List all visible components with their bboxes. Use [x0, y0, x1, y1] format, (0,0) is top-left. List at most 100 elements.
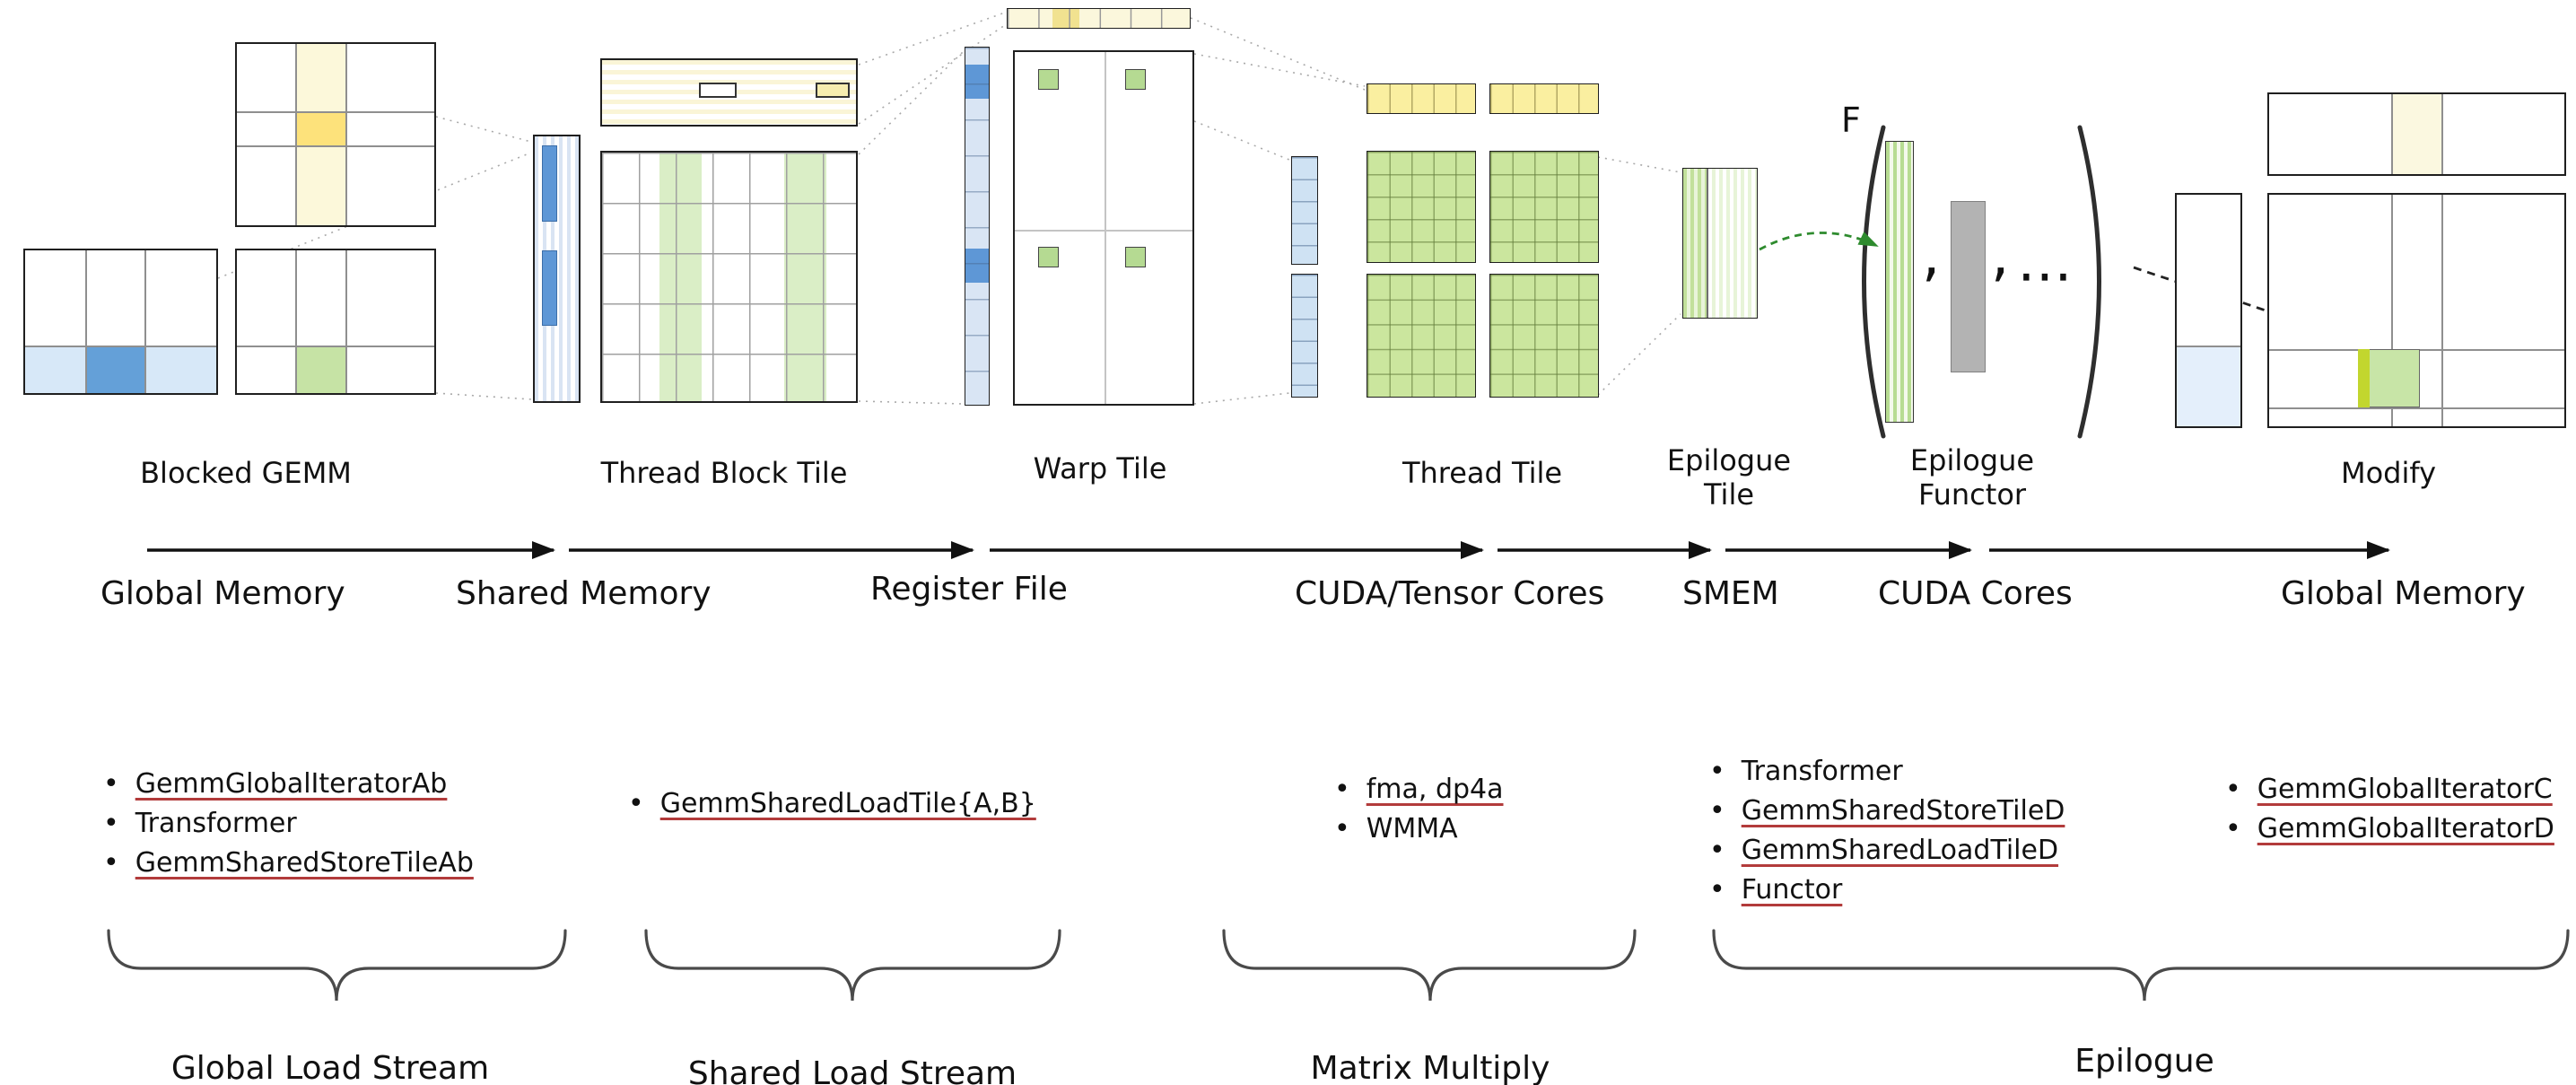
stage-label-epilogue-tile: Epilogue Tile: [1666, 443, 1792, 512]
thread-accumulator-grid: [1489, 274, 1599, 398]
list-item: GemmSharedStoreTileAb: [103, 844, 474, 883]
group-label-shared-load-stream: Shared Load Stream: [687, 1055, 1017, 1085]
a-fragment-highlight: [965, 65, 989, 99]
top-column-highlight: [2391, 94, 2441, 174]
component-link[interactable]: GemmSharedLoadTile{A,B}: [659, 788, 1036, 819]
list-item: GemmGlobalIteratorD: [2225, 809, 2554, 849]
thread-accumulator-grid: [1367, 274, 1476, 398]
green-dashed-arrow-epilogue-tile-to-functor: [1759, 232, 1879, 251]
b-block-highlight: [295, 111, 345, 145]
stage-label-epilogue-functor: Epilogue Functor: [1909, 443, 2035, 512]
dotted-connector: [1597, 313, 1681, 396]
dotted-connector: [1193, 53, 1366, 87]
strip-cell-lines: [1292, 275, 1317, 397]
smem-a-fragment-tile: [533, 135, 581, 403]
component-text: Transformer: [1741, 756, 1903, 787]
component-link[interactable]: GemmGlobalIteratorAb: [135, 768, 448, 800]
warp-accumulator-square: [1038, 69, 1059, 90]
strip-cell-lines: [965, 48, 989, 405]
stage-label-modify: Modify: [2340, 456, 2437, 490]
warp-a-fragment-strip: [965, 47, 990, 406]
component-link[interactable]: GemmGlobalIteratorC: [2257, 774, 2553, 805]
green-column-band: [659, 153, 702, 401]
flow-label-shared-memory: Shared Memory: [456, 575, 712, 612]
component-list-matrix-multiply: fma, dp4a WMMA: [1334, 770, 1504, 849]
list-item: Transformer: [1709, 752, 2065, 792]
functor-accumulator-tile: [1885, 141, 1914, 423]
component-link[interactable]: GemmGlobalIteratorD: [2257, 813, 2554, 844]
dotted-connector: [1597, 156, 1681, 173]
thread-b-fragment-strip: [1489, 83, 1599, 114]
a-fragment-highlight: [965, 249, 989, 283]
warp-accumulator-square: [1125, 247, 1146, 267]
component-text: WMMA: [1366, 813, 1458, 844]
brace-matrix-multiply: [1222, 929, 1637, 1002]
functor-f-symbol: F: [1841, 101, 1861, 140]
warp-b-fragment-strip: [1007, 8, 1191, 29]
grid-lines: [1367, 275, 1475, 397]
flow-label-register-file: Register File: [870, 571, 1068, 608]
dotted-connector: [1193, 392, 1290, 405]
warp-accumulator-square: [1125, 69, 1146, 90]
functor-comma: ,: [1922, 223, 1941, 289]
list-item: GemmGlobalIteratorC: [2225, 770, 2554, 809]
component-list-global-load-stream: GemmGlobalIteratorAb Transformer GemmSha…: [103, 765, 474, 883]
epilogue-tile-active-band: [1683, 169, 1707, 318]
matrix-b-tile: [235, 42, 436, 227]
component-link[interactable]: fma, dp4a: [1366, 774, 1504, 805]
component-list-shared-load-stream: GemmSharedLoadTile{A,B}: [628, 784, 1036, 824]
component-text: Transformer: [135, 808, 297, 839]
a-block-highlight: [85, 346, 144, 393]
strip-cell-lines: [1490, 84, 1598, 113]
flow-label-global-memory-right: Global Memory: [2281, 575, 2526, 612]
thread-accumulator-grid: [1367, 151, 1476, 263]
functor-ellipsis: ⋯: [2017, 242, 2078, 308]
strip-cell-lines: [1367, 84, 1475, 113]
thread-block-main-grid: [600, 151, 858, 403]
component-link[interactable]: GemmSharedLoadTileD: [1741, 835, 2059, 866]
list-item: GemmSharedLoadTileD: [1709, 831, 2065, 871]
dotted-connector: [858, 51, 964, 155]
stage-label-thread-block-tile: Thread Block Tile: [600, 456, 848, 490]
list-item: fma, dp4a: [1334, 770, 1504, 809]
smem-b-stripe-tile: [600, 58, 858, 127]
flow-label-smem: SMEM: [1682, 575, 1779, 612]
group-label-matrix-multiply: Matrix Multiply: [1310, 1050, 1550, 1085]
flow-label-cuda-cores: CUDA Cores: [1878, 575, 2073, 612]
component-link[interactable]: GemmSharedStoreTileAb: [135, 847, 474, 879]
thread-accumulator-grid: [1489, 151, 1599, 263]
list-item: GemmGlobalIteratorAb: [103, 765, 474, 804]
a-fragment-highlight: [542, 145, 557, 222]
list-item: Transformer: [103, 804, 474, 844]
list-item: Functor: [1709, 871, 2065, 910]
grid-lines: [1490, 275, 1598, 397]
matrix-a-tile: [23, 249, 218, 395]
dotted-connector: [1190, 17, 1366, 91]
dotted-connector: [858, 400, 964, 405]
warp-tile-main: [1013, 50, 1194, 406]
flow-label-global-memory-left: Global Memory: [100, 575, 345, 612]
modify-main-matrix: [2267, 193, 2566, 428]
strip-cell-lines: [1292, 157, 1317, 264]
thread-a-fragment-strip: [1291, 274, 1318, 398]
flow-label-cuda-tensor-cores: CUDA/Tensor Cores: [1295, 575, 1605, 612]
component-link[interactable]: GemmSharedStoreTileD: [1741, 795, 2065, 827]
stage-label-warp-tile: Warp Tile: [1033, 451, 1167, 486]
left-column-highlight: [2177, 346, 2240, 426]
brace-shared-load-stream: [644, 929, 1061, 1002]
list-item: GemmSharedStoreTileD: [1709, 792, 2065, 831]
component-link[interactable]: Functor: [1741, 874, 1843, 906]
c-block-highlight: [295, 346, 345, 393]
dotted-connector: [435, 392, 532, 400]
modify-written-sliver: [2358, 349, 2370, 407]
strip-cell-lines: [1008, 9, 1190, 28]
thread-a-fragment-strip: [1291, 156, 1318, 265]
component-list-epilogue: Transformer GemmSharedStoreTileD GemmSha…: [1709, 752, 2065, 910]
component-list-global-iterators: GemmGlobalIteratorC GemmGlobalIteratorD: [2225, 770, 2554, 849]
b-stripe-box: [699, 83, 737, 98]
b-stripe-box-highlight: [816, 83, 850, 98]
list-item: GemmSharedLoadTile{A,B}: [628, 784, 1036, 824]
matrix-c-tile: [235, 249, 436, 395]
grid-lines: [1490, 152, 1598, 262]
right-paren: [2077, 125, 2101, 439]
